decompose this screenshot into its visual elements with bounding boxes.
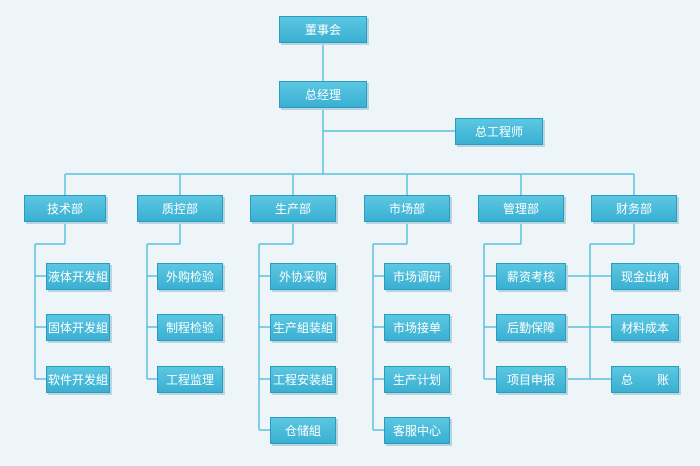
chief-engineer-box[interactable]: 总工程师 — [455, 118, 543, 145]
dept-production-box[interactable]: 生产部 — [250, 195, 336, 222]
sub-unit-box[interactable]: 工程安装組 — [270, 366, 336, 393]
sub-unit-box[interactable]: 制程检验 — [157, 314, 223, 341]
dept-management-box[interactable]: 管理部 — [478, 195, 564, 222]
general-manager-box[interactable]: 总经理 — [279, 81, 367, 108]
sub-unit-box[interactable]: 固体开发組 — [46, 314, 110, 341]
sub-unit-box[interactable]: 液体开发組 — [46, 263, 110, 290]
dept-qc-box[interactable]: 质控部 — [137, 195, 223, 222]
sub-unit-box[interactable]: 生产计划 — [384, 366, 450, 393]
sub-unit-box[interactable]: 材料成本 — [611, 314, 679, 341]
dept-tech-box[interactable]: 技术部 — [24, 195, 106, 222]
sub-unit-box[interactable]: 仓储組 — [270, 417, 336, 444]
sub-unit-box[interactable]: 薪资考核 — [496, 263, 566, 290]
sub-unit-box[interactable]: 外购检验 — [157, 263, 223, 290]
dept-market-box[interactable]: 市场部 — [364, 195, 450, 222]
dept-finance-box[interactable]: 财务部 — [591, 195, 677, 222]
sub-unit-box[interactable]: 后勤保障 — [496, 314, 566, 341]
sub-unit-box[interactable]: 生产組装組 — [270, 314, 336, 341]
sub-unit-box[interactable]: 总 账 — [611, 366, 679, 393]
sub-unit-box[interactable]: 市场调研 — [384, 263, 450, 290]
sub-unit-box[interactable]: 客服中心 — [384, 417, 450, 444]
sub-unit-box[interactable]: 现金出纳 — [611, 263, 679, 290]
chairman-box[interactable]: 董事会 — [279, 16, 367, 43]
sub-unit-box[interactable]: 软件开发組 — [46, 366, 110, 393]
sub-unit-box[interactable]: 外协采购 — [270, 263, 336, 290]
sub-unit-box[interactable]: 市场接单 — [384, 314, 450, 341]
sub-unit-box[interactable]: 项目申报 — [496, 366, 566, 393]
sub-unit-box[interactable]: 工程监理 — [157, 366, 223, 393]
